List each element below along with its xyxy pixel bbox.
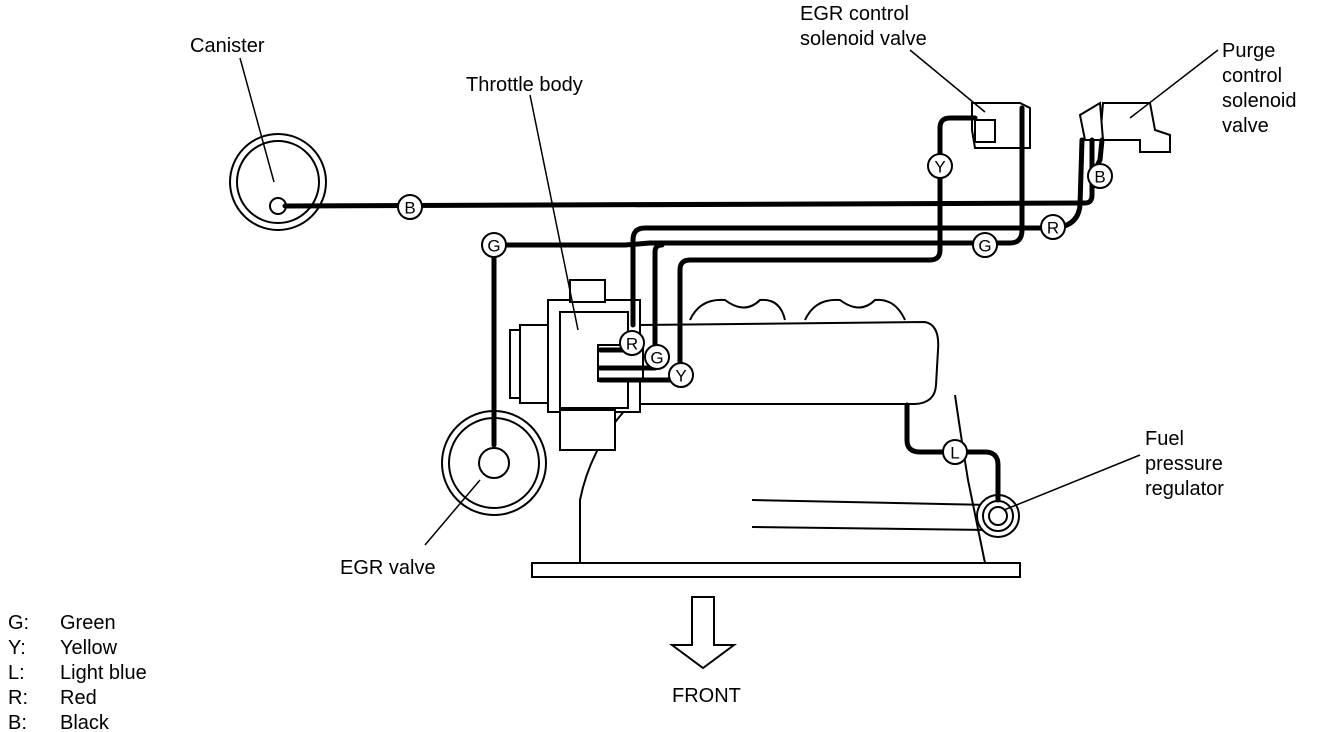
svg-text:B: B (1094, 168, 1105, 187)
legend-code: L: (8, 662, 25, 684)
hose-yellow (677, 115, 978, 376)
svg-text:G: G (978, 237, 991, 256)
canister (229, 133, 327, 231)
hose-tags: B B G G R Y R G (397, 153, 1113, 465)
label-throttle-body: Throttle body (466, 74, 583, 96)
svg-text:G: G (650, 349, 663, 368)
tag-r-throttle: R (619, 330, 645, 356)
tag-g-left: G (481, 232, 507, 258)
tag-b-purge: B (1087, 163, 1113, 189)
legend-name: Yellow (60, 637, 118, 659)
legend-code: B: (8, 712, 27, 732)
intake-manifold (531, 298, 1021, 578)
component-labels: Canister Throttle body EGR control solen… (190, 3, 1297, 579)
svg-text:R: R (626, 335, 638, 354)
tag-g-throttle: G (644, 344, 670, 370)
hose-green-egr (491, 105, 1025, 248)
vacuum-hoses (282, 105, 1105, 503)
label-egr-control-2: solenoid valve (800, 28, 927, 50)
purge-control-solenoid-valve (1078, 101, 1171, 153)
label-purge-1: Purge (1222, 40, 1275, 62)
svg-text:R: R (1047, 219, 1059, 238)
svg-text:Y: Y (675, 367, 686, 386)
label-fuel-1: Fuel (1145, 428, 1184, 450)
label-purge-3: solenoid (1222, 90, 1297, 112)
tag-r-right: R (1040, 214, 1066, 240)
svg-text:G: G (487, 237, 500, 256)
fuel-pressure-regulator (976, 494, 1020, 538)
leader-lines (239, 49, 1219, 546)
label-front: FRONT (672, 685, 741, 707)
label-purge-4: valve (1222, 115, 1269, 137)
label-fuel-2: pressure (1145, 453, 1223, 475)
label-fuel-3: regulator (1145, 478, 1224, 500)
throttle-body (509, 279, 644, 451)
label-canister: Canister (190, 35, 265, 57)
tag-y-egr: Y (927, 153, 953, 179)
legend-code: G: (8, 612, 29, 634)
egr-control-solenoid-valve (971, 102, 1031, 149)
color-legend: G: Green Y: Yellow L: Light blue R: Red … (8, 612, 147, 732)
legend-code: Y: (8, 637, 26, 659)
label-purge-2: control (1222, 65, 1282, 87)
tag-g-right: G (972, 232, 998, 258)
legend-code: R: (8, 687, 28, 709)
egr-valve (441, 410, 547, 516)
hose-black-canister (282, 137, 1095, 209)
svg-text:L: L (950, 444, 959, 463)
legend-name: Black (60, 712, 110, 732)
legend-name: Red (60, 687, 97, 709)
legend-name: Green (60, 612, 116, 634)
svg-text:Y: Y (934, 158, 945, 177)
hose-green-throttle (652, 242, 665, 358)
hose-red (630, 137, 1085, 328)
tag-b-canister: B (397, 194, 423, 220)
label-egr-valve: EGR valve (340, 557, 436, 579)
svg-text:B: B (404, 199, 415, 218)
label-egr-control-1: EGR control (800, 3, 909, 25)
tag-y-throttle: Y (668, 362, 694, 388)
tag-l-fuel: L (942, 439, 968, 465)
legend-name: Light blue (60, 662, 147, 684)
front-arrow: FRONT (668, 596, 741, 707)
